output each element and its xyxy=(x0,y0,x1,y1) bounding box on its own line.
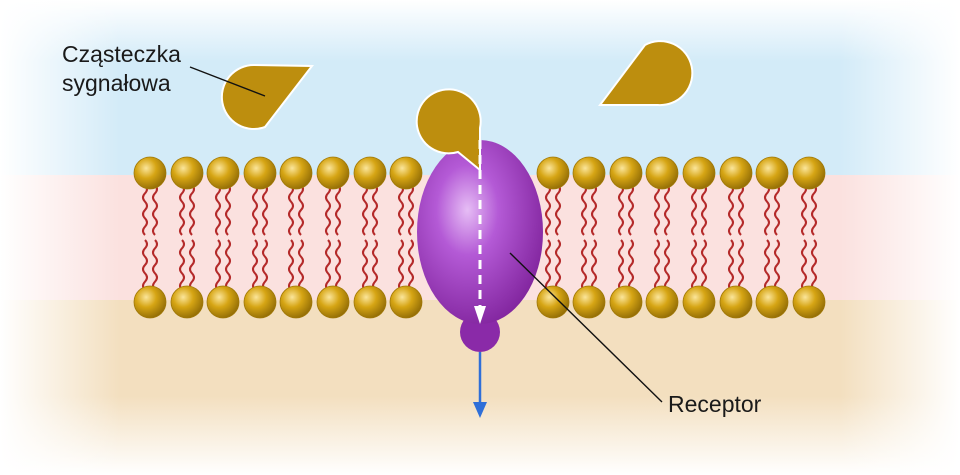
phospholipid xyxy=(572,156,606,319)
lipid-bilayer xyxy=(133,156,826,319)
phospholipid xyxy=(316,156,350,319)
signal-transduction-arrow xyxy=(474,140,486,324)
phospholipid xyxy=(279,156,313,319)
phospholipid xyxy=(389,156,423,319)
phospholipid xyxy=(170,156,204,319)
phospholipid xyxy=(133,156,167,319)
phospholipid xyxy=(645,156,679,319)
intracellular-signal-arrow-icon xyxy=(473,352,487,418)
signal-molecule-label-line2: sygnałowa xyxy=(62,70,171,96)
phospholipid xyxy=(719,156,753,319)
signal-molecule-leader-line xyxy=(189,66,266,97)
signal-molecule-icon xyxy=(220,63,315,130)
phospholipid xyxy=(353,156,387,319)
phospholipid xyxy=(609,156,643,319)
phospholipid xyxy=(243,156,277,319)
signal-molecule-icon xyxy=(598,40,694,107)
phospholipid xyxy=(536,156,570,319)
signal-molecule-label-line1: Cząsteczka xyxy=(62,41,181,67)
receptor-leader-line xyxy=(509,252,663,403)
bound-signal-molecule-icon xyxy=(415,88,482,173)
phospholipid xyxy=(682,156,716,319)
phospholipid xyxy=(755,156,789,319)
phospholipid xyxy=(792,156,826,319)
receptor-label: Receptor xyxy=(668,391,762,417)
phospholipid xyxy=(206,156,240,319)
